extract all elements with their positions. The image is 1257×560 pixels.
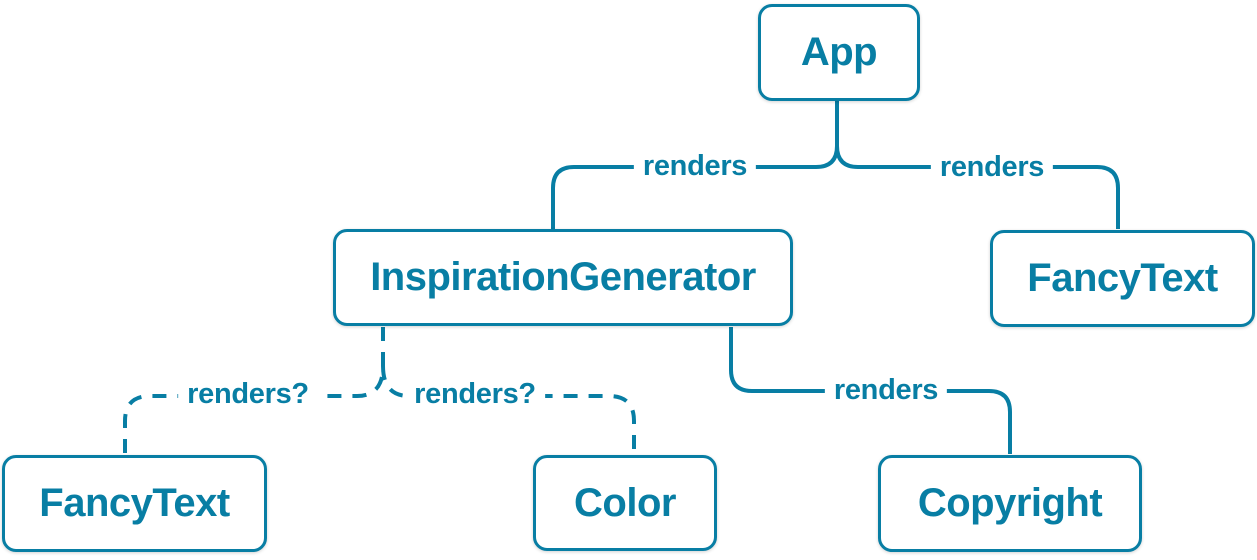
edge-label-renders-fancytext: renders xyxy=(930,151,1054,184)
edge-label-renders-conditional-fancytext: renders? xyxy=(178,378,318,411)
edge-label-renders-copyright: renders xyxy=(824,374,948,407)
edge-label-renders-inspirationgenerator: renders xyxy=(633,150,757,183)
node-fancy-text-top: FancyText xyxy=(990,230,1255,327)
node-fancy-text-bottom: FancyText xyxy=(2,455,267,552)
edge-inspirationgenerator-to-color-conditional xyxy=(381,365,636,454)
node-color: Color xyxy=(533,455,717,551)
node-copyright: Copyright xyxy=(878,455,1142,552)
edge-label-renders-conditional-color: renders? xyxy=(405,378,545,411)
edge-app-to-fancytext xyxy=(835,145,1120,229)
node-inspiration-generator: InspirationGenerator xyxy=(333,229,793,326)
node-app: App xyxy=(758,4,920,101)
